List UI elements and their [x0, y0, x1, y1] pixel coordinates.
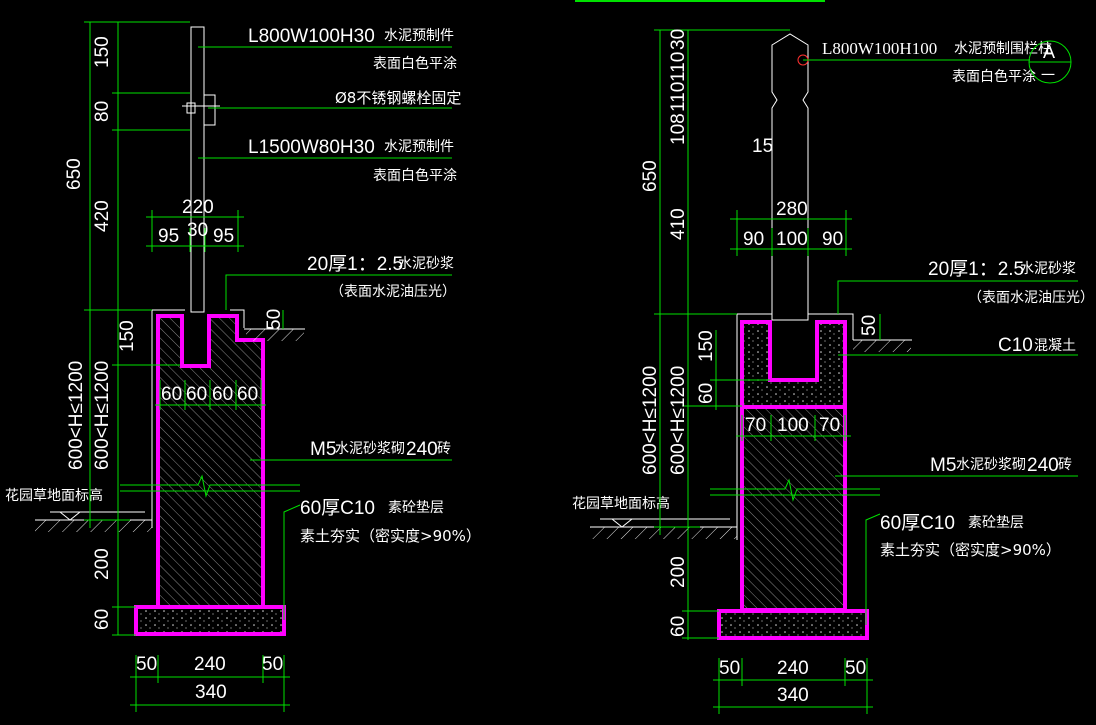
left-ground-dim: 50 [264, 309, 285, 330]
right-note5-a: M5 [930, 455, 956, 476]
right-brick-70b: 70 [819, 415, 840, 436]
right-note5-c: 240 [1027, 455, 1059, 476]
right-dim-150: 150 [696, 330, 717, 362]
right-detail: 花园草地面标高 50 30 110 110 10 80 108 650 410 … [572, 29, 1094, 714]
right-note8-a: C10 [998, 335, 1033, 356]
right-dim-410: 410 [668, 208, 689, 240]
left-note1-c: 表面白色平涂 [373, 55, 457, 72]
right-base-pad [719, 611, 867, 638]
right-dim-60b: 60 [668, 616, 689, 637]
left-width-220: 220 [182, 197, 214, 218]
left-base-340: 340 [195, 682, 227, 703]
right-width-90b: 90 [822, 229, 843, 250]
left-note3-b: 水泥预制件 [384, 139, 454, 155]
left-note5-d: 砖 [437, 441, 451, 457]
left-dim-80: 80 [92, 101, 113, 122]
right-post [771, 33, 809, 321]
left-note4-c: （表面水泥油压光） [330, 284, 456, 300]
left-brick-60a: 60 [161, 384, 182, 405]
left-ground-label: 花园草地面标高 [5, 487, 103, 504]
right-note8-b: 混凝土 [1034, 338, 1076, 354]
right-note5-d: 砖 [1058, 457, 1072, 473]
left-note3-a: L1500W80H30 [248, 137, 375, 158]
right-dim-110a: 110 [668, 52, 689, 82]
right-brick-hatch [742, 407, 845, 610]
right-dim-650: 650 [640, 160, 661, 192]
left-dim-650: 650 [64, 158, 85, 190]
right-note6-b: 素砼垫层 [968, 515, 1024, 531]
left-note4-b: 水泥砂浆 [398, 256, 454, 272]
left-note6-b: 素砼垫层 [388, 500, 444, 516]
left-brick-hatch [158, 316, 263, 607]
right-brick-100: 100 [777, 415, 809, 436]
left-note5-a: M5 [310, 439, 336, 460]
right-note1-c: 表面白色平涂 [952, 68, 1036, 85]
right-dim-200: 200 [668, 556, 689, 588]
left-dim-150b: 150 [117, 320, 138, 352]
left-dim-var2: 600<H≤1200 [92, 361, 113, 470]
right-dim-var1: 600<H≤1200 [640, 366, 661, 475]
right-note7: 素土夯实（密实度>90%） [880, 541, 1061, 559]
left-note2: Ø8不锈钢螺栓固定 [335, 89, 461, 107]
left-brick-60d: 60 [237, 384, 258, 405]
right-dim-30: 30 [668, 29, 689, 50]
right-note1-b: 水泥预制围栏柱 [954, 41, 1052, 57]
right-brick-70a: 70 [745, 415, 766, 436]
left-note5-b: 水泥砂浆砌 [335, 441, 405, 457]
left-dim-150: 150 [92, 36, 113, 68]
left-brick-60b: 60 [186, 384, 207, 405]
left-detail: 花园草地面标高 50 150 80 650 420 150 600<H≤1200… [5, 21, 481, 712]
right-dim-110b: 110 [668, 82, 689, 112]
right-ground-dim: 50 [859, 315, 880, 336]
left-post [190, 26, 205, 313]
right-dim-60: 60 [696, 383, 717, 404]
right-base-240: 240 [777, 658, 809, 679]
left-dim-var1: 600<H≤1200 [66, 361, 87, 470]
right-note1-a: L800W100H100 [822, 39, 937, 58]
left-dim-60: 60 [92, 609, 113, 630]
right-note6-a: 60厚C10 [880, 513, 955, 534]
left-base-pad [136, 607, 284, 634]
left-width-95a: 95 [158, 226, 179, 247]
right-width-280: 280 [776, 199, 808, 220]
right-dim-var2: 600<H≤1200 [668, 366, 689, 475]
left-dim-420: 420 [92, 200, 113, 232]
right-width-90a: 90 [743, 229, 764, 250]
left-note1-a: L800W100H30 [248, 26, 375, 47]
right-dim-80: 80 [683, 118, 685, 120]
section-mark-sub: 一 [1041, 68, 1055, 84]
left-note1-b: 水泥预制件 [384, 28, 454, 44]
left-note5-c: 240 [406, 439, 438, 460]
right-base-50a: 50 [719, 658, 740, 679]
right-note4-c: （表面水泥油压光） [968, 290, 1094, 306]
right-dim-15: 15 [752, 136, 773, 157]
right-dim-108: 108 [668, 113, 689, 145]
left-note6-a: 60厚C10 [300, 498, 375, 519]
left-brick-60c: 60 [212, 384, 233, 405]
right-base-50b: 50 [845, 658, 866, 679]
right-note4-b: 水泥砂浆 [1020, 261, 1076, 277]
left-dim-200: 200 [92, 548, 113, 580]
left-note4-a: 20厚1：2.5 [307, 254, 403, 275]
left-base-50b: 50 [262, 654, 283, 675]
right-note5-b: 水泥砂浆砌 [956, 457, 1026, 473]
left-base-240: 240 [194, 654, 226, 675]
section-mark-letter: A [1043, 42, 1055, 62]
right-width-100: 100 [776, 229, 808, 250]
right-ground-label: 花园草地面标高 [572, 495, 670, 512]
left-note3-c: 表面白色平涂 [373, 167, 457, 184]
left-width-95b: 95 [213, 226, 234, 247]
left-note7: 素土夯实（密实度>90%） [300, 527, 481, 545]
left-base-50a: 50 [136, 654, 157, 675]
right-dim-10: 10 [683, 114, 685, 116]
right-note4-a: 20厚1：2.5 [928, 259, 1024, 280]
right-base-340: 340 [777, 685, 809, 706]
left-width-30: 30 [187, 220, 208, 241]
